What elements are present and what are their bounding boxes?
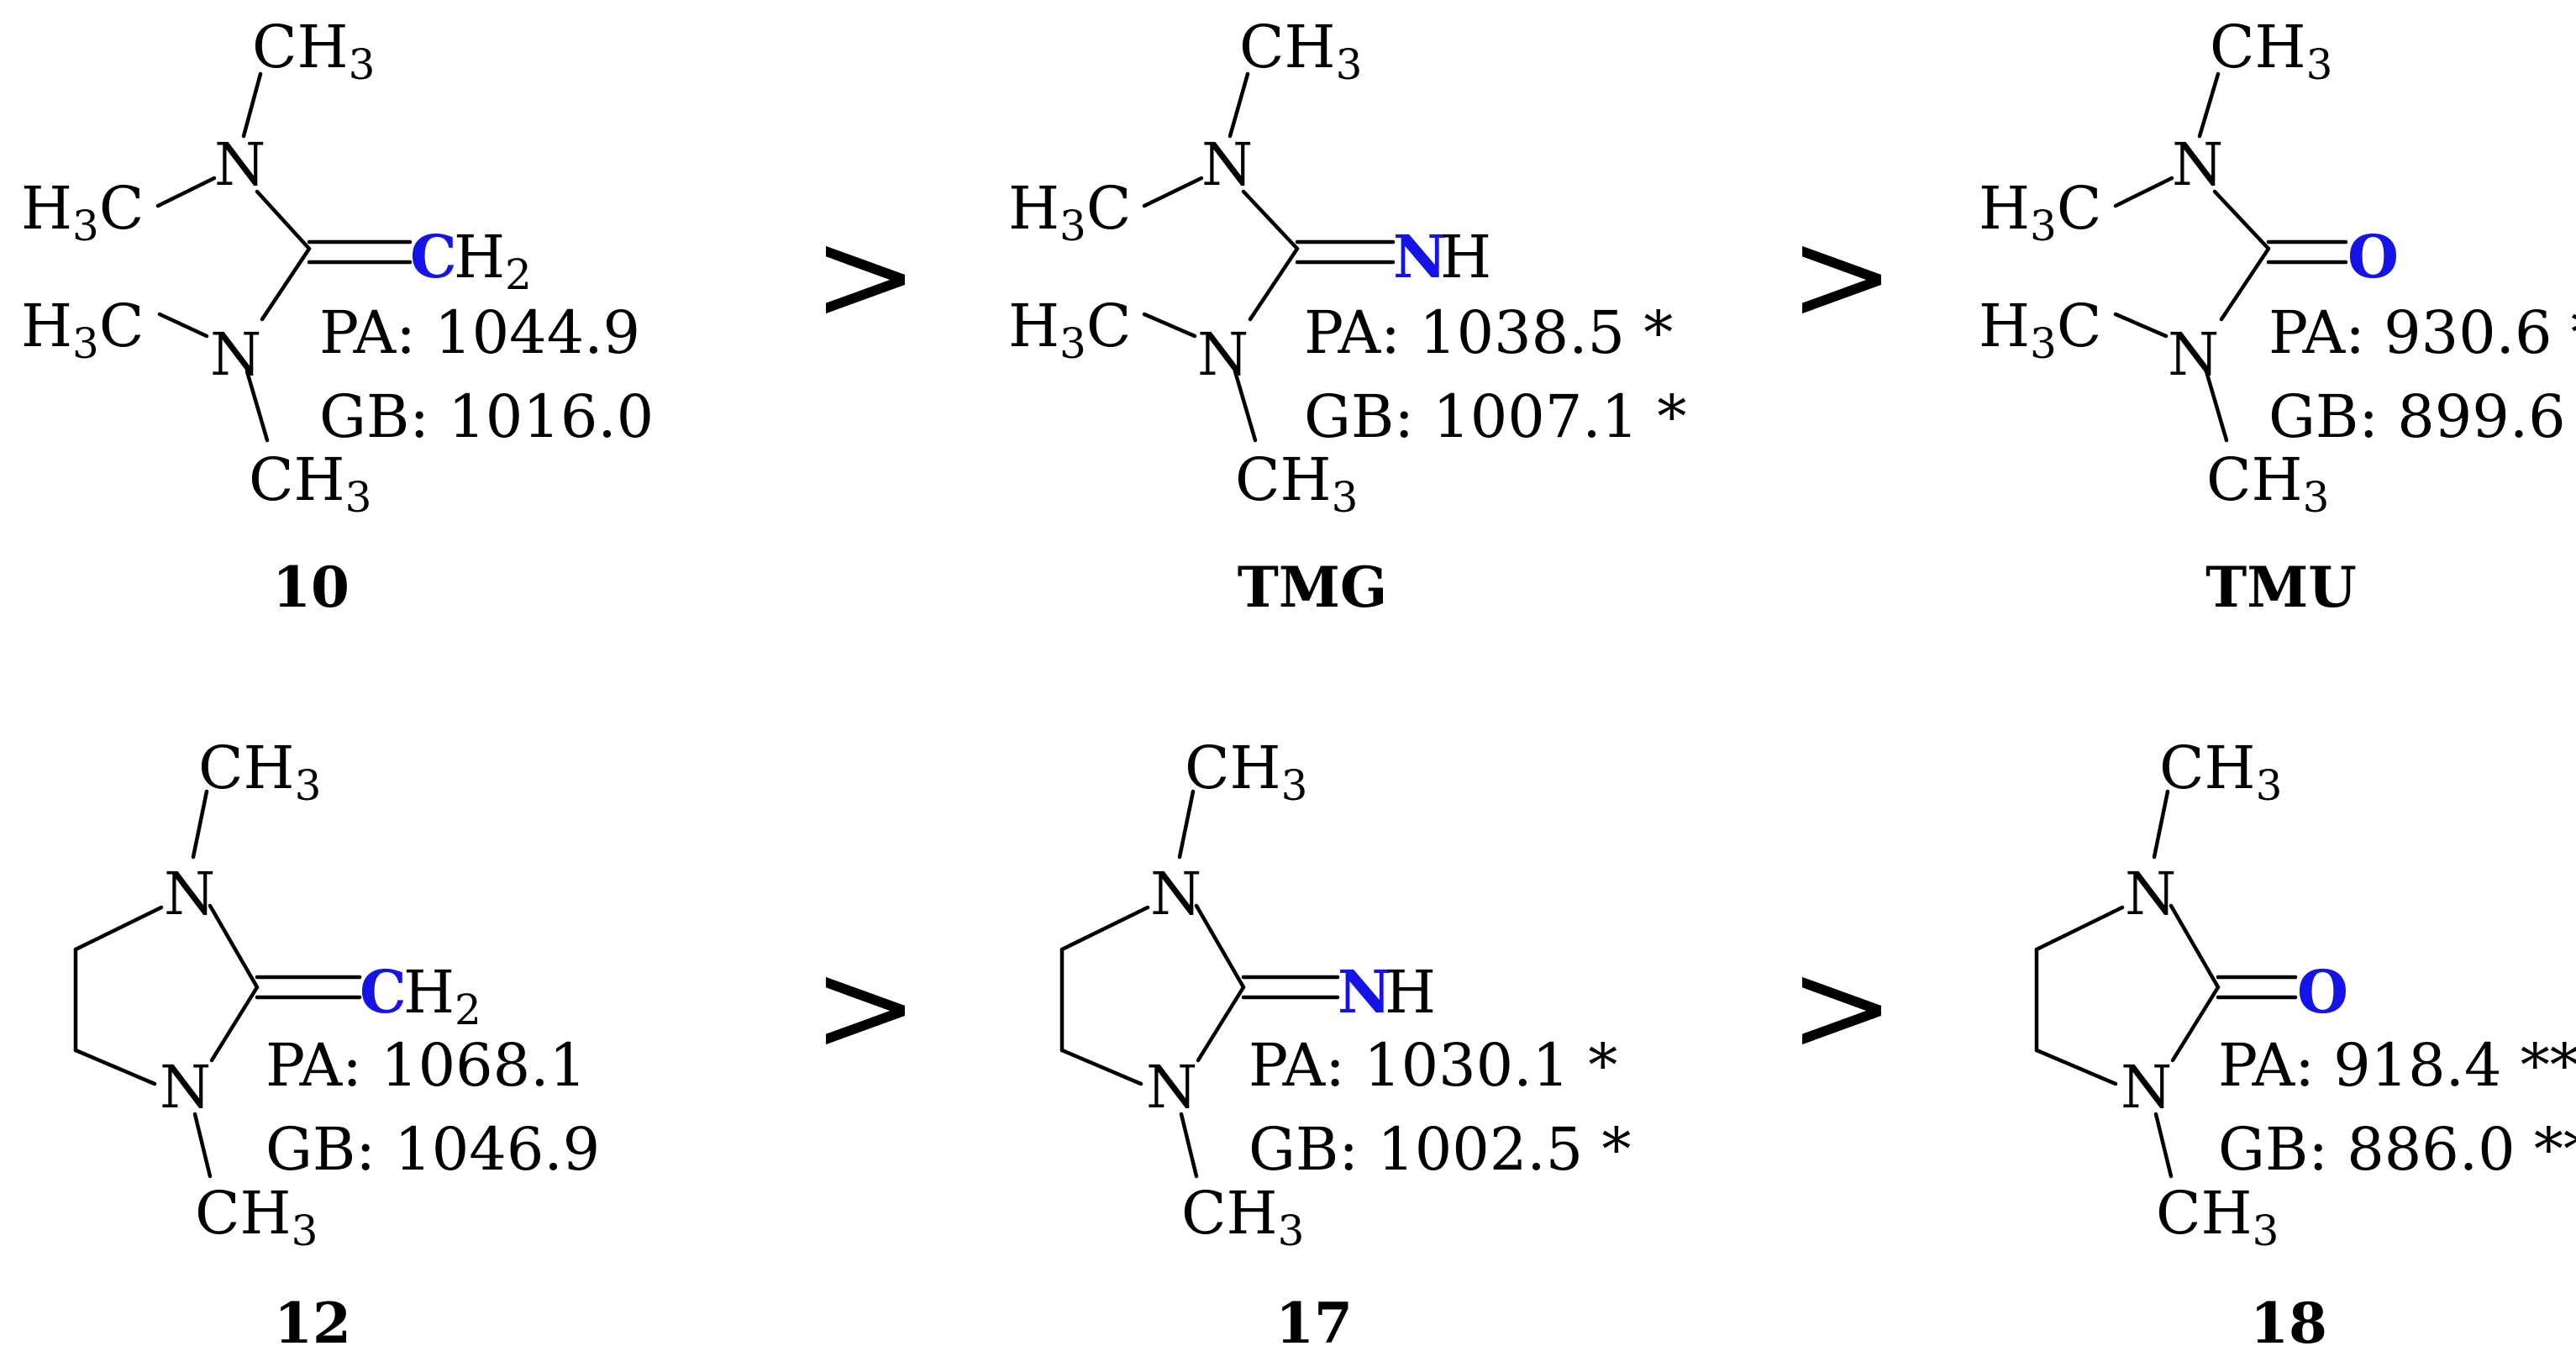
greater-than-sign: >	[812, 203, 918, 350]
nitrogen-atom: N	[1146, 1053, 1197, 1122]
protonation-site-12: C	[360, 957, 407, 1027]
methyl-group-left: H	[21, 174, 72, 243]
methyl-group: CH	[2206, 445, 2303, 514]
methyl-group: CH	[1181, 1179, 1278, 1248]
methyl-group: CH	[1239, 13, 1336, 81]
methyl-group: CH	[2156, 1179, 2253, 1248]
svg-text:CH3: CH3	[1239, 13, 1362, 89]
svg-text:CH3: CH3	[249, 445, 371, 522]
svg-text:PA: 1068.1: PA: 1068.1	[265, 1031, 586, 1100]
compound-TMG: CH3 N H3C N H H3C N CH3 PA: 1038.5 * GB:…	[1008, 13, 1686, 620]
protonation-site-TMG: N	[1393, 222, 1447, 292]
protonation-site-17: N	[1338, 957, 1391, 1027]
pa-value-10: 1044.9	[434, 298, 640, 367]
nitrogen-atom: N	[214, 130, 265, 199]
greater-than-sign: >	[1789, 203, 1895, 350]
svg-text:PA: 930.6 **: PA: 930.6 **	[2268, 298, 2576, 367]
svg-text:H3C: H3C	[1979, 174, 2101, 250]
compound-id-17: 17	[1275, 1291, 1353, 1356]
nitrogen-atom: N	[2172, 130, 2223, 199]
svg-text:CH3: CH3	[1235, 445, 1358, 522]
compound-10: CH3 N H3C C H2 H3C N CH3 PA: 1044.9 GB: …	[21, 13, 654, 620]
nitrogen-atom: N	[1201, 130, 1253, 199]
methyl-group: CH	[1235, 445, 1332, 514]
compound-id-12: 12	[274, 1291, 351, 1356]
svg-text:CH3: CH3	[2156, 1179, 2279, 1255]
nitrogen-atom: N	[1197, 320, 1249, 389]
svg-text:CH3: CH3	[2210, 13, 2332, 89]
greater-than-sign: >	[1789, 934, 1895, 1080]
svg-text:H2: H2	[403, 958, 481, 1034]
methyl-group: CH	[2210, 13, 2306, 81]
protonation-site-10: C	[410, 222, 457, 292]
compound-id-TMU: TMU	[2205, 555, 2357, 620]
svg-text:PA: 1030.1 *: PA: 1030.1 *	[1249, 1031, 1617, 1100]
svg-text:PA: 1044.9: PA: 1044.9	[319, 298, 640, 367]
svg-text:H: H	[1385, 958, 1436, 1027]
svg-text:GB: 1016.0: GB: 1016.0	[319, 382, 654, 451]
pa-value-17: 1030.1 *	[1364, 1031, 1617, 1100]
gb-value-12: 1046.9	[394, 1115, 600, 1184]
svg-text:CH3: CH3	[252, 13, 375, 89]
svg-text:CH3: CH3	[198, 733, 321, 810]
methyl-group-left: H	[1008, 292, 1059, 360]
svg-text:CH3: CH3	[195, 1179, 318, 1255]
gb-value-TMG: 1007.1 *	[1433, 382, 1686, 451]
pa-value-TMU: 930.6 **	[2384, 298, 2576, 367]
compound-12: CH3 N C H2 N CH3 PA: 1068.1 GB: 1046.9 1…	[73, 733, 600, 1356]
greater-than-sign: >	[812, 934, 918, 1080]
gb-value-10: 1016.0	[448, 382, 654, 451]
compound-id-18: 18	[2250, 1291, 2327, 1356]
methyl-group-left: H	[21, 292, 72, 360]
svg-text:H: H	[1440, 223, 1491, 292]
pa-value-18: 918.4 **	[2333, 1031, 2576, 1100]
svg-text:H2: H2	[454, 223, 532, 299]
methyl-group: CH	[195, 1179, 292, 1248]
svg-text:PA: 918.4 **: PA: 918.4 **	[2218, 1031, 2576, 1100]
svg-text:H3C: H3C	[1008, 292, 1131, 368]
nitrogen-atom: N	[1150, 860, 1201, 928]
nitrogen-atom: N	[210, 320, 261, 389]
methyl-group: CH	[1185, 733, 1281, 802]
gb-value-18: 886.0 **	[2347, 1115, 2576, 1184]
nitrogen-atom: N	[164, 860, 215, 928]
methyl-group: CH	[2159, 733, 2256, 802]
svg-text:GB: 899.6 **: GB: 899.6 **	[2268, 382, 2576, 451]
svg-text:H3C: H3C	[1008, 174, 1131, 250]
svg-text:GB: 1002.5 *: GB: 1002.5 *	[1249, 1115, 1631, 1184]
svg-text:H3C: H3C	[21, 292, 144, 368]
protonation-site-TMU: O	[2347, 222, 2399, 292]
methyl-group: CH	[249, 445, 345, 514]
compound-18: CH3 N O N CH3 PA: 918.4 ** GB: 886.0 ** …	[2034, 733, 2576, 1356]
methyl-group-left: H	[1979, 174, 2030, 243]
gb-value-TMU: 899.6 **	[2397, 382, 2576, 451]
methyl-group: CH	[252, 13, 349, 81]
svg-text:CH3: CH3	[2159, 733, 2282, 810]
pa-value-12: 1068.1	[381, 1031, 586, 1100]
protonation-site-18: O	[2297, 957, 2348, 1027]
compound-id-TMG: TMG	[1238, 555, 1388, 620]
pa-value-TMG: 1038.5 *	[1419, 298, 1673, 367]
svg-text:GB: 1046.9: GB: 1046.9	[265, 1115, 600, 1184]
nitrogen-atom: N	[2125, 860, 2176, 928]
svg-text:GB: 1007.1 *: GB: 1007.1 *	[1304, 382, 1686, 451]
nitrogen-atom: N	[2121, 1053, 2172, 1122]
svg-text:CH3: CH3	[2206, 445, 2329, 522]
svg-text:GB: 886.0 **: GB: 886.0 **	[2218, 1115, 2576, 1184]
compound-17: CH3 N N H N CH3 PA: 1030.1 * GB: 1002.5 …	[1059, 733, 1631, 1356]
svg-text:H3C: H3C	[1979, 292, 2101, 368]
svg-text:CH3: CH3	[1185, 733, 1307, 810]
methyl-group-left: H	[1008, 174, 1059, 243]
compound-id-10: 10	[272, 555, 350, 620]
svg-text:PA: 1038.5 *: PA: 1038.5 *	[1304, 298, 1673, 367]
compound-TMU: CH3 N H3C O H3C N CH3 PA: 930.6 ** GB: 8…	[1979, 13, 2576, 620]
nitrogen-atom: N	[160, 1053, 211, 1122]
svg-text:CH3: CH3	[1181, 1179, 1304, 1255]
gb-value-17: 1002.5 *	[1377, 1115, 1631, 1184]
svg-text:H3C: H3C	[21, 174, 144, 250]
methyl-group-left: H	[1979, 292, 2030, 360]
methyl-group: CH	[198, 733, 295, 802]
nitrogen-atom: N	[2168, 320, 2219, 389]
